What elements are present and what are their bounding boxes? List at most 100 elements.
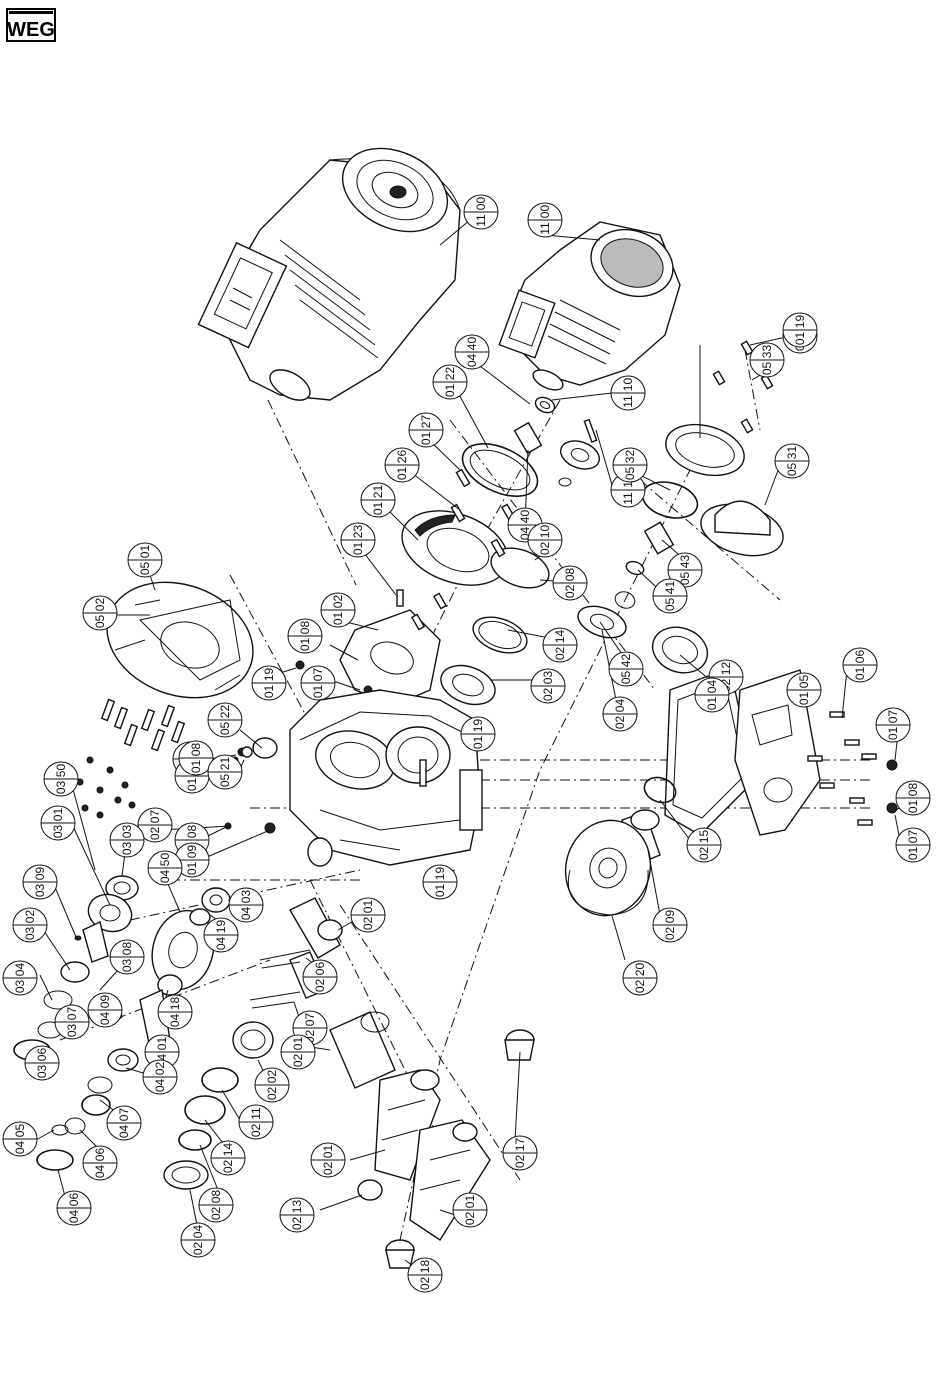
balloon-top-number: 03 bbox=[33, 884, 47, 898]
balloon-top-number: 01 bbox=[906, 847, 920, 861]
balloon-bottom-number: 06 bbox=[853, 650, 867, 664]
balloon-bottom-number: 01 bbox=[321, 1145, 335, 1159]
left-flange bbox=[76, 581, 333, 867]
balloon-bottom-number: 07 bbox=[148, 810, 162, 824]
balloon-top-number: 05 bbox=[93, 615, 107, 629]
balloon-top-number: 02 bbox=[290, 1217, 304, 1231]
balloon-top-number: 02 bbox=[418, 1277, 432, 1291]
balloon-top-number: 01 bbox=[189, 760, 203, 774]
reference-balloons: 1100110005310119053304401110012201271111… bbox=[2, 194, 931, 1293]
balloon-bottom-number: 50 bbox=[158, 853, 172, 867]
balloon-top-number: 04 bbox=[13, 1141, 27, 1155]
balloon-top-number: 01 bbox=[797, 692, 811, 706]
balloon-top-number: 05 bbox=[619, 671, 633, 685]
balloon-bottom-number: 08 bbox=[906, 783, 920, 797]
balloon-bottom-number: 50 bbox=[54, 764, 68, 778]
balloon-bottom-number: 17 bbox=[513, 1138, 527, 1152]
balloon-top-number: 02 bbox=[321, 1162, 335, 1176]
balloon-top-number: 03 bbox=[51, 825, 65, 839]
balloon-top-number: 04 bbox=[214, 937, 228, 951]
balloon-top-number: 02 bbox=[513, 1155, 527, 1169]
balloon-bottom-number: 22 bbox=[443, 367, 457, 381]
balloon-top-number: 04 bbox=[67, 1210, 81, 1224]
balloon-top-number: 01 bbox=[331, 612, 345, 626]
flange-bolts bbox=[100, 698, 186, 752]
balloon-bottom-number: 07 bbox=[117, 1108, 131, 1122]
balloon-top-number: 02 bbox=[291, 1054, 305, 1068]
balloon-top-number: 02 bbox=[313, 979, 327, 993]
balloon-top-number: 04 bbox=[168, 1014, 182, 1028]
balloon-bottom-number: 02 bbox=[265, 1070, 279, 1084]
balloon-top-number: 01 bbox=[311, 685, 325, 699]
balloon-bottom-number: 02 bbox=[93, 598, 107, 612]
balloon-bottom-number: 18 bbox=[418, 1260, 432, 1274]
balloon-bottom-number: 27 bbox=[419, 415, 433, 429]
balloon-bottom-number: 09 bbox=[663, 910, 677, 924]
balloon-top-number: 01 bbox=[471, 736, 485, 750]
balloon-top-number: 04 bbox=[239, 907, 253, 921]
balloon-bottom-number: 07 bbox=[886, 710, 900, 724]
balloon-bottom-number: 07 bbox=[311, 668, 325, 682]
balloon-bottom-number: 14 bbox=[553, 630, 567, 644]
balloon-top-number: 02 bbox=[209, 1207, 223, 1221]
balloon-top-number: 01 bbox=[185, 862, 199, 876]
balloon-top-number: 01 bbox=[906, 800, 920, 814]
balloon-top-number: 01 bbox=[705, 697, 719, 711]
balloon-top-number: 05 bbox=[678, 572, 692, 586]
balloon-bottom-number: 31 bbox=[785, 446, 799, 460]
balloon-top-number: 01 bbox=[351, 542, 365, 556]
balloon-bottom-number: 02 bbox=[331, 595, 345, 609]
balloon-bottom-number: 09 bbox=[185, 845, 199, 859]
balloon-bottom-number: 19 bbox=[262, 668, 276, 682]
balloon-top-number: 05 bbox=[138, 562, 152, 576]
balloon-bottom-number: 02 bbox=[23, 910, 37, 924]
balloon-top-number: 02 bbox=[463, 1212, 477, 1226]
balloon-top-number: 01 bbox=[395, 467, 409, 481]
balloon-bottom-number: 01 bbox=[155, 1037, 169, 1051]
balloon-top-number: 02 bbox=[538, 542, 552, 556]
balloon-bottom-number: 41 bbox=[663, 581, 677, 595]
balloon-top-number: 02 bbox=[265, 1087, 279, 1101]
balloon-bottom-number: 06 bbox=[67, 1193, 81, 1207]
balloon-bottom-number: 23 bbox=[351, 525, 365, 539]
balloon-top-number: 01 bbox=[298, 638, 312, 652]
svg-text:WEG: WEG bbox=[7, 19, 55, 41]
balloon-top-number: 05 bbox=[218, 774, 232, 788]
balloon-bottom-number: 21 bbox=[218, 757, 232, 771]
balloon-bottom-number: 02 bbox=[153, 1062, 167, 1076]
balloon-top-number: 04 bbox=[93, 1165, 107, 1179]
large-motor bbox=[197, 147, 461, 401]
balloon-bottom-number: 04 bbox=[705, 680, 719, 694]
balloon-top-number: 03 bbox=[13, 980, 27, 994]
balloon-top-number: 11 bbox=[474, 214, 488, 227]
balloon-bottom-number: 18 bbox=[168, 997, 182, 1011]
balloon-top-number: 02 bbox=[553, 647, 567, 661]
balloon-bottom-number: 08 bbox=[185, 825, 199, 839]
balloon-top-number: 11 bbox=[538, 222, 552, 235]
balloon-top-number: 03 bbox=[23, 927, 37, 941]
weg-logo: WEG bbox=[6, 8, 56, 42]
